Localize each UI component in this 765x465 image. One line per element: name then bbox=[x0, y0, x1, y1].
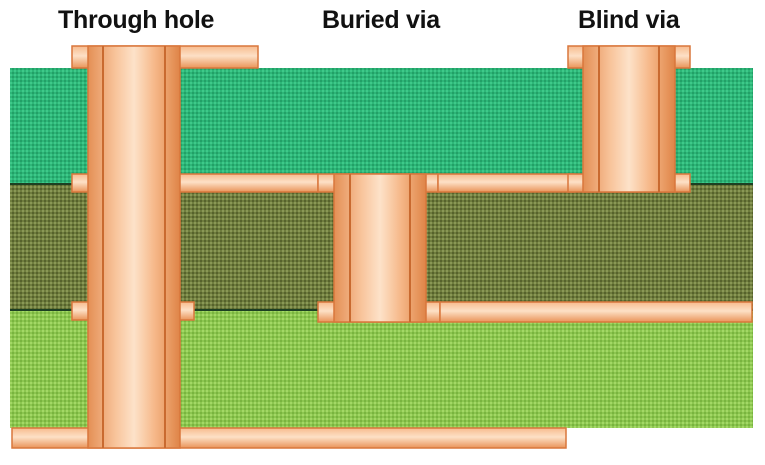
buried-via-bottom-trace bbox=[439, 301, 753, 323]
buried-via-label: Buried via bbox=[322, 6, 440, 34]
buried-via-barrel bbox=[333, 173, 427, 323]
through-hole-label: Through hole bbox=[58, 6, 215, 34]
blind-via-label: Blind via bbox=[578, 6, 680, 34]
through-hole-barrel bbox=[87, 45, 181, 449]
blind-via-barrel bbox=[582, 45, 676, 193]
buried-via-top-trace bbox=[437, 173, 575, 193]
